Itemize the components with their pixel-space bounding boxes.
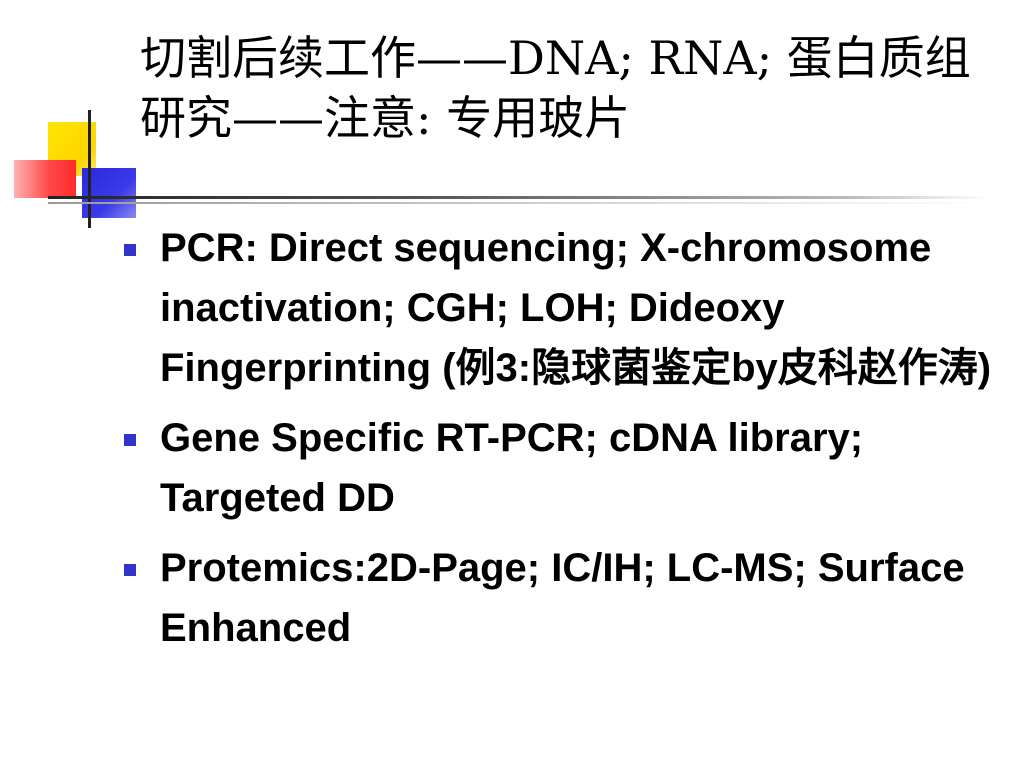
bullet-item: Protemics:2D-Page; IC/IH; LC-MS; Surface… (120, 538, 1000, 658)
bullet-text: PCR: Direct sequencing; X-chromosome ina… (160, 226, 992, 390)
logo-vertical-line (88, 110, 91, 228)
slide-title: 切割后续工作——DNA; RNA; 蛋白质组研究——注意: 专用玻片 (140, 31, 971, 145)
logo-red-bar (14, 160, 76, 198)
bullet-item: Gene Specific RT-PCR; cDNA library; Targ… (120, 408, 1000, 528)
bullet-text: Gene Specific RT-PCR; cDNA library; Targ… (160, 416, 864, 520)
bullet-text: Protemics:2D-Page; IC/IH; LC-MS; Surface… (160, 546, 965, 650)
square-bullet-icon (124, 244, 136, 256)
bullet-item: PCR: Direct sequencing; X-chromosome ina… (120, 218, 1000, 398)
title-underline-shadow (48, 202, 988, 204)
title-underline (48, 196, 988, 199)
bullet-list: PCR: Direct sequencing; X-chromosome ina… (120, 218, 1000, 668)
square-bullet-icon (124, 434, 136, 446)
logo-blue-square (82, 168, 136, 218)
square-bullet-icon (124, 564, 136, 576)
